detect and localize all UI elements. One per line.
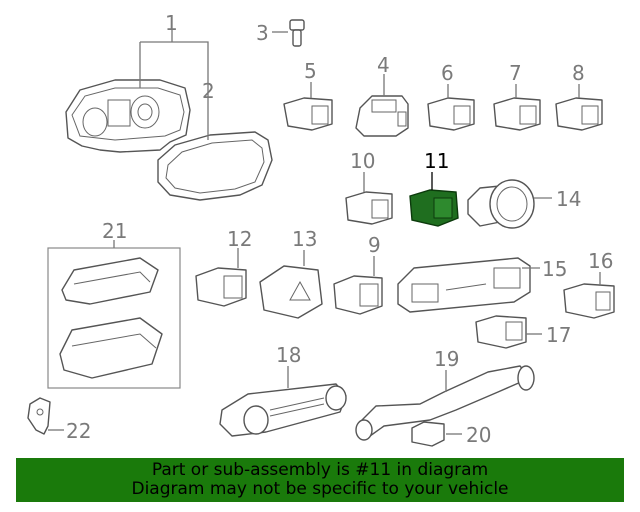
callout-14: 14 xyxy=(556,187,581,211)
callout-9: 9 xyxy=(368,233,381,257)
callout-16: 16 xyxy=(588,249,613,273)
part-17-switch[interactable] xyxy=(475,315,527,349)
callout-15: 15 xyxy=(542,257,567,281)
part-9-switch[interactable] xyxy=(333,275,383,315)
callout-7: 7 xyxy=(509,61,522,85)
callout-21: 21 xyxy=(102,219,127,243)
part-2-cluster-lens[interactable] xyxy=(157,131,273,201)
callout-10: 10 xyxy=(350,149,375,173)
part-13-hazard-switch[interactable] xyxy=(259,265,323,319)
part-12-switch[interactable] xyxy=(195,267,247,307)
part-6-switch[interactable] xyxy=(427,97,475,131)
part-1-instrument-cluster[interactable] xyxy=(65,79,191,153)
callout-3: 3 xyxy=(256,21,269,45)
part-19-duct[interactable] xyxy=(355,365,535,441)
callout-20: 20 xyxy=(466,423,491,447)
banner-line-2: Diagram may not be specific to your vehi… xyxy=(131,479,509,499)
part-22-bracket[interactable] xyxy=(27,397,51,435)
part-15-switch-panel[interactable] xyxy=(397,257,531,313)
callout-13: 13 xyxy=(292,227,317,251)
callout-1: 1 xyxy=(165,11,178,35)
part-14-start-button[interactable] xyxy=(467,179,535,229)
callout-12: 12 xyxy=(227,227,252,251)
callout-18: 18 xyxy=(276,343,301,367)
part-4-switch-assembly[interactable] xyxy=(355,95,409,137)
part-16-switch[interactable] xyxy=(563,283,615,319)
callout-2: 2 xyxy=(202,79,215,103)
part-20-connector[interactable] xyxy=(411,421,445,447)
part-3-clip[interactable] xyxy=(289,19,305,47)
callout-4: 4 xyxy=(377,53,390,77)
part-10-switch[interactable] xyxy=(345,191,393,225)
callout-6: 6 xyxy=(441,61,454,85)
part-18-air-vent[interactable] xyxy=(219,383,347,437)
banner-line-1: Part or sub-assembly is #11 in diagram xyxy=(151,460,489,480)
part-8-switch[interactable] xyxy=(555,97,603,131)
callout-17: 17 xyxy=(546,323,571,347)
callout-19: 19 xyxy=(434,347,459,371)
part-11-switch-highlighted[interactable] xyxy=(409,189,459,227)
parts-diagram: 1 2 3 5 4 6 7 8 10 xyxy=(27,11,615,447)
info-banner: Part or sub-assembly is #11 in diagram D… xyxy=(16,458,624,502)
part-21-module[interactable] xyxy=(59,257,163,379)
callout-5: 5 xyxy=(304,59,317,83)
callout-11: 11 xyxy=(424,149,449,173)
part-7-switch[interactable] xyxy=(493,97,541,131)
callout-22: 22 xyxy=(66,419,91,443)
callout-8: 8 xyxy=(572,61,585,85)
part-5-switch[interactable] xyxy=(283,97,333,131)
